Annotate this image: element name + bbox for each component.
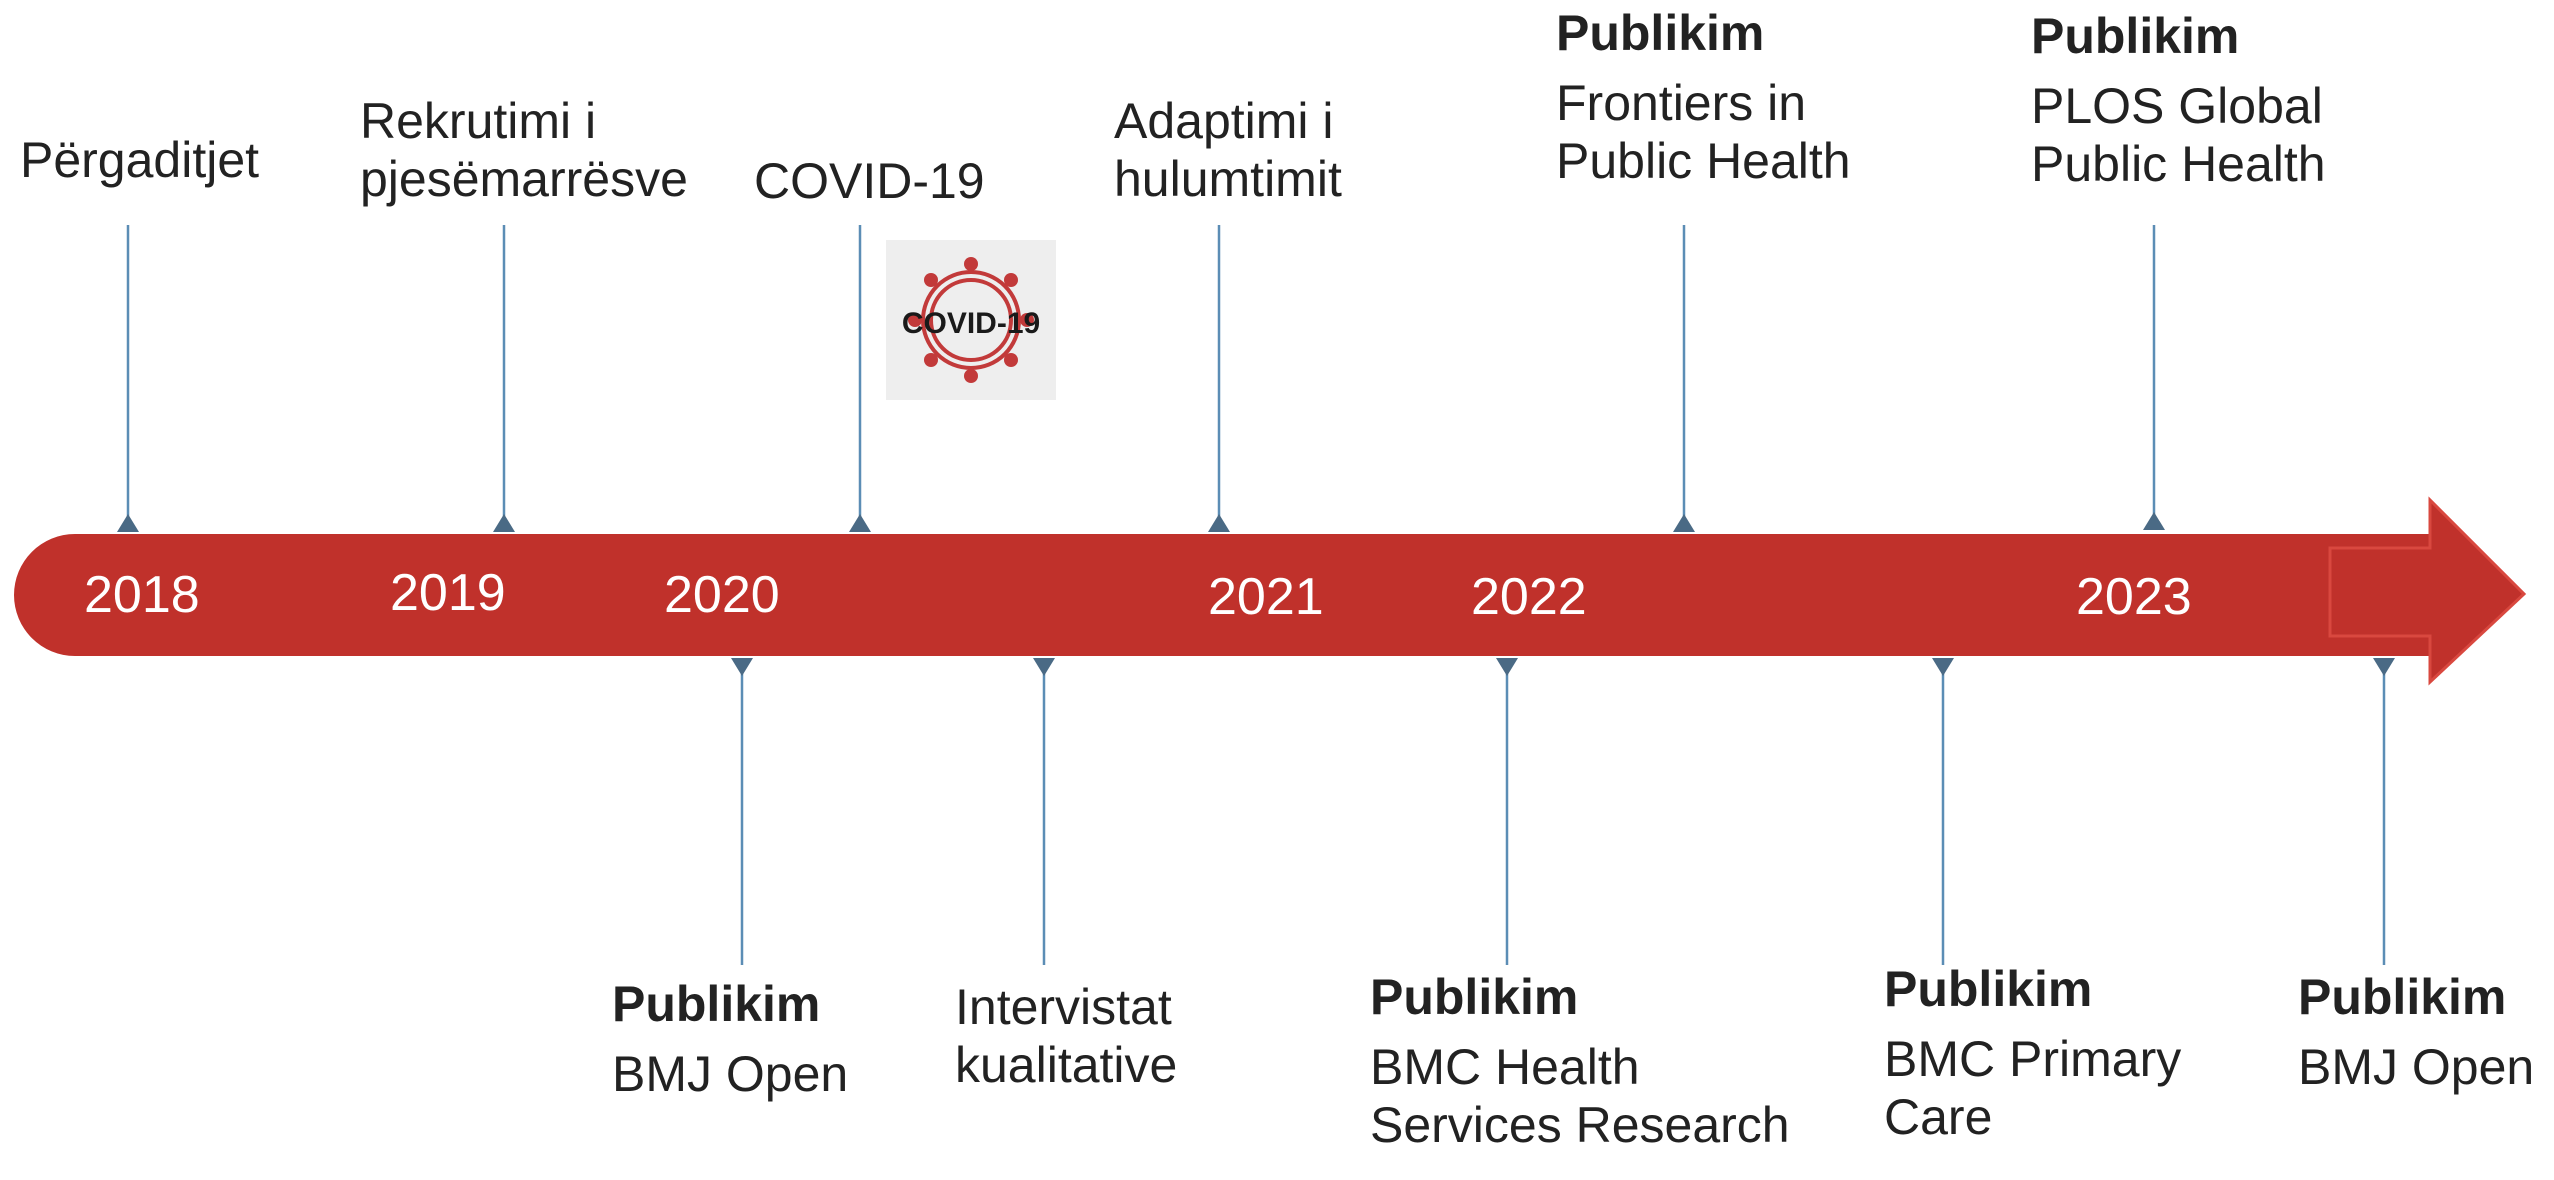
timeline-arrow [14,500,2524,682]
covid-virus-graphic: COVID-19 [886,240,1056,400]
event-adaptimi: Adaptimi i hulumtimit [1114,92,1342,208]
timeline-arrow-outline [2328,496,2527,686]
event-heading: Publikim [1884,961,2093,1017]
event-text: Frontiers in [1556,75,1807,131]
bottom-markers [731,658,2395,676]
marker-triangle [849,514,871,532]
event-text: kualitative [955,1037,1178,1093]
year-2019: 2019 [390,564,506,622]
event-plos: Publikim PLOS Global Public Health [2031,7,2326,193]
marker-triangle [1673,514,1695,532]
event-text: Services Research [1370,1097,1790,1153]
event-pergaditjet: Përgaditjet [20,131,259,189]
marker-triangle [1496,658,1518,676]
year-2022: 2022 [1471,568,1587,626]
marker-triangle [731,658,753,676]
event-publikim-bmc-hsr: Publikim BMC Health Services Research [1370,968,1790,1154]
event-text: pjesëmarrësve [360,151,688,207]
event-text: hulumtimit [1114,151,1342,207]
event-text: PLOS Global [2031,78,2323,134]
event-heading: Publikim [1370,969,1579,1025]
event-publikim-bmj-2023: Publikim BMJ Open [2298,968,2534,1096]
event-heading: Publikim [2031,8,2240,64]
event-text: Public Health [2031,136,2326,192]
year-2021: 2021 [1208,568,1324,626]
covid-image-text: COVID-19 [902,307,1040,340]
event-publikim-bmj-2020: Publikim BMJ Open [612,975,848,1103]
event-text: Përgaditjet [20,132,260,188]
bottom-connectors [740,668,2386,965]
marker-triangle [493,514,515,532]
event-heading: Publikim [612,976,821,1032]
event-text: Care [1884,1089,1993,1145]
event-intervistat: Intervistat kualitative [955,978,1177,1094]
year-2020: 2020 [664,566,780,624]
event-text: Adaptimi i [1114,93,1334,149]
event-text: BMJ Open [612,1046,849,1102]
marker-triangle [2373,658,2395,676]
marker-triangle [117,514,139,532]
event-text: Rekrutimi i [360,93,597,149]
event-text: BMJ Open [2298,1039,2535,1095]
marker-triangle [1932,658,1954,676]
event-frontiers: Publikim Frontiers in Public Health [1556,4,1851,190]
year-2018: 2018 [84,566,200,624]
event-text: Public Health [1556,133,1851,189]
marker-triangle [2143,512,2165,530]
event-publikim-bmc-primary: Publikim BMC Primary Care [1884,960,2181,1146]
marker-triangle [1208,514,1230,532]
marker-triangle [1033,658,1055,676]
year-2023: 2023 [2076,568,2192,626]
event-heading: Publikim [1556,5,1765,61]
event-heading: Publikim [2298,969,2507,1025]
event-text: BMC Primary [1884,1031,2182,1087]
covid-virus-icon: COVID-19 [886,240,1056,400]
event-text: BMC Health [1370,1039,1640,1095]
top-markers [117,512,2165,532]
event-rekrutimi: Rekrutimi i pjesëmarrësve [360,92,688,208]
top-connectors [126,225,2156,524]
event-covid: COVID-19 [754,152,985,210]
event-text: COVID-19 [754,153,985,209]
event-text: Intervistat [955,979,1172,1035]
